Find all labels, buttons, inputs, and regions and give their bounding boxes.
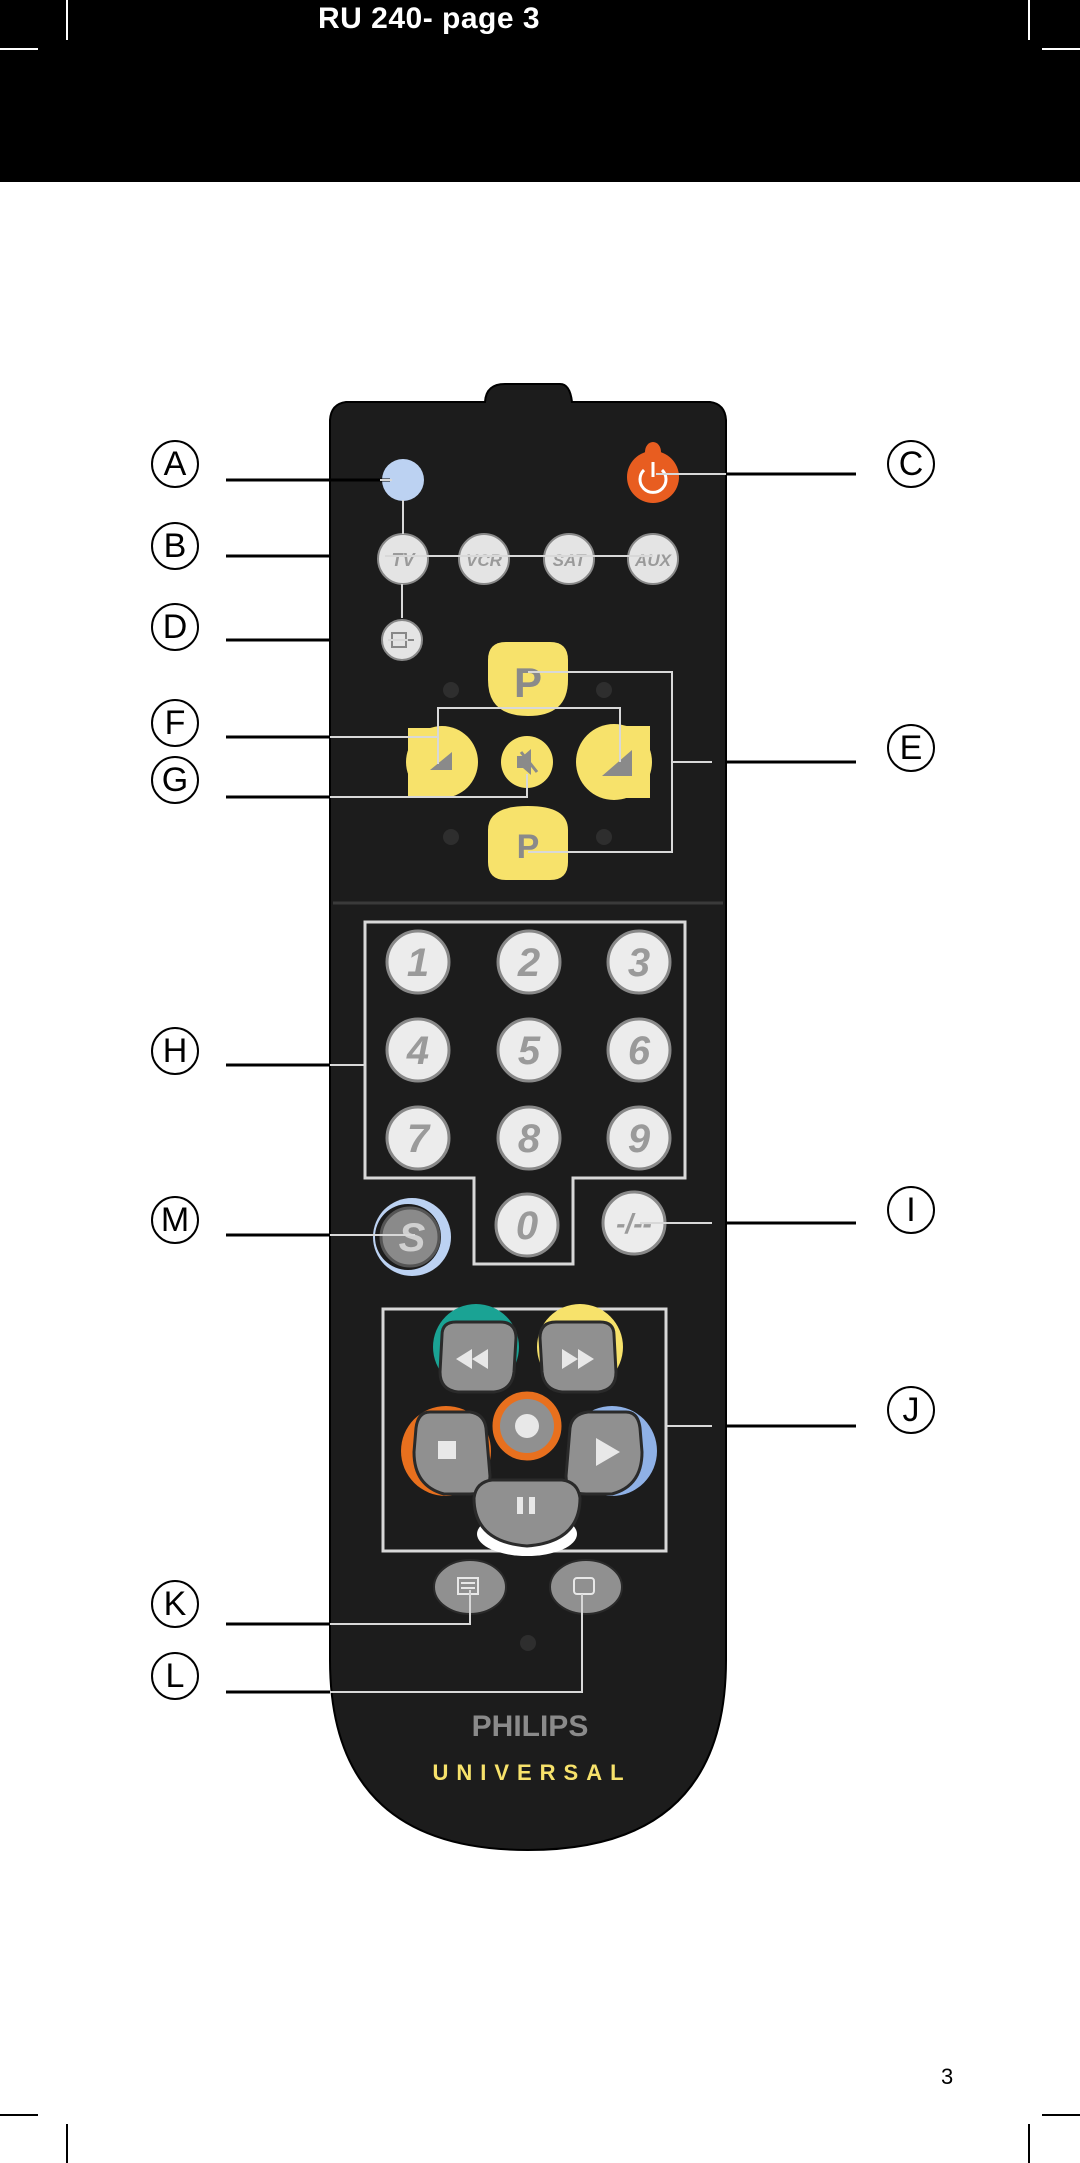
record-button[interactable]: [489, 1388, 565, 1464]
digit-button-9: [606, 1105, 672, 1171]
crop-mark: [66, 0, 68, 40]
page-header-title: RU 240- page 3: [318, 2, 541, 35]
digit-button-4: [385, 1017, 451, 1083]
mode-label-sat: SAT: [553, 551, 587, 570]
crop-mark: [0, 48, 38, 50]
s-button-label: S: [399, 1216, 426, 1260]
callout-e: E: [887, 724, 935, 772]
program-up-label: P: [514, 659, 542, 706]
crop-mark: [1028, 0, 1030, 40]
leader-lines: [226, 478, 404, 618]
crop-mark: [0, 2114, 38, 2116]
pause-icon: [517, 1497, 535, 1514]
brand-logo: PHILIPS: [472, 1710, 589, 1743]
crop-mark: [1042, 48, 1080, 50]
crop-mark: [66, 2124, 68, 2163]
callout-j: J: [887, 1386, 935, 1434]
play-button[interactable]: [564, 1410, 644, 1496]
stop-button[interactable]: [412, 1410, 492, 1496]
indicator-dot: [443, 829, 459, 845]
mode-button-vcr: [458, 533, 510, 585]
digit-button-3: [606, 929, 672, 995]
digit-label-1: 1: [407, 941, 429, 985]
mode-label-aux: AUX: [634, 551, 673, 570]
tv-button[interactable]: [549, 1559, 623, 1615]
power-icon: [638, 462, 668, 494]
rewind-icon: [456, 1349, 488, 1369]
s-button[interactable]: S: [373, 1198, 451, 1276]
callout-c: C: [887, 440, 935, 488]
indicator-dot: [596, 829, 612, 845]
mode-label-vcr: VCR: [466, 551, 503, 570]
digit-label-9: 9: [628, 1117, 651, 1161]
indicator-dot: [443, 682, 459, 698]
program-down-button[interactable]: P: [488, 806, 568, 880]
crop-mark: [1028, 2124, 1030, 2163]
digit-button-6: [606, 1017, 672, 1083]
digit-label-0: 0: [516, 1204, 538, 1248]
indicator-dot: [520, 1635, 536, 1651]
tv-screen-icon: [573, 1577, 595, 1595]
digit-button-7: [385, 1105, 451, 1171]
digit-button-0: [494, 1192, 560, 1258]
digit-button-5: [496, 1017, 562, 1083]
callout-a: A: [151, 440, 199, 488]
leader-line-g: [330, 774, 528, 798]
stop-icon: [438, 1441, 456, 1459]
callout-k: K: [151, 1580, 199, 1628]
page-number: 3: [941, 2064, 954, 2089]
callout-f: F: [151, 699, 199, 747]
digit-label-2: 2: [517, 941, 540, 985]
mode-button-aux: [627, 533, 679, 585]
callout-g: G: [151, 756, 199, 804]
indicator-dot: [596, 682, 612, 698]
callout-b: B: [151, 522, 199, 570]
callout-l: L: [151, 1652, 199, 1700]
digit-label-3: 3: [628, 941, 650, 985]
mode-label-tv: TV: [391, 550, 416, 570]
fast-forward-button[interactable]: [538, 1320, 618, 1394]
leader-line-l: [330, 1594, 583, 1693]
program-up-button[interactable]: P: [488, 642, 568, 716]
digit-label-8: 8: [518, 1117, 541, 1161]
digit-label-7: 7: [407, 1117, 431, 1161]
digit-label-5: 5: [518, 1029, 541, 1073]
callout-i: I: [887, 1186, 935, 1234]
callout-d: D: [151, 603, 199, 651]
digit-button-8: [496, 1105, 562, 1171]
mode-button-sat: [543, 533, 595, 585]
led-indicator: [382, 459, 424, 501]
play-icon: [596, 1438, 620, 1466]
volume-down-button[interactable]: [406, 726, 478, 798]
series-label: UNIVERSAL: [432, 1760, 631, 1785]
volume-icon: [602, 750, 632, 776]
callout-m: M: [151, 1196, 199, 1244]
mode-buttons: TV VCR SAT AUX: [377, 533, 679, 585]
digit-label-6: 6: [628, 1029, 651, 1073]
power-button[interactable]: [627, 442, 679, 503]
record-icon: [515, 1414, 539, 1438]
numpad-outline: [363, 920, 687, 1266]
digit-button-1: [385, 929, 451, 995]
teletext-icon: [457, 1577, 479, 1595]
volume-icon: [430, 752, 452, 770]
header-bar: [0, 0, 1080, 182]
program-down-label: P: [517, 828, 540, 866]
volume-up-button[interactable]: [576, 724, 652, 800]
fast-forward-icon: [562, 1349, 594, 1369]
digit-label-4: 4: [406, 1029, 429, 1073]
callout-h: H: [151, 1027, 199, 1075]
mute-icon: [517, 749, 539, 775]
leader-line-k: [330, 1590, 471, 1625]
crop-mark: [1042, 2114, 1080, 2116]
digit-button-2: [496, 929, 562, 995]
pause-button[interactable]: [472, 1478, 582, 1548]
rewind-button[interactable]: [438, 1320, 518, 1394]
